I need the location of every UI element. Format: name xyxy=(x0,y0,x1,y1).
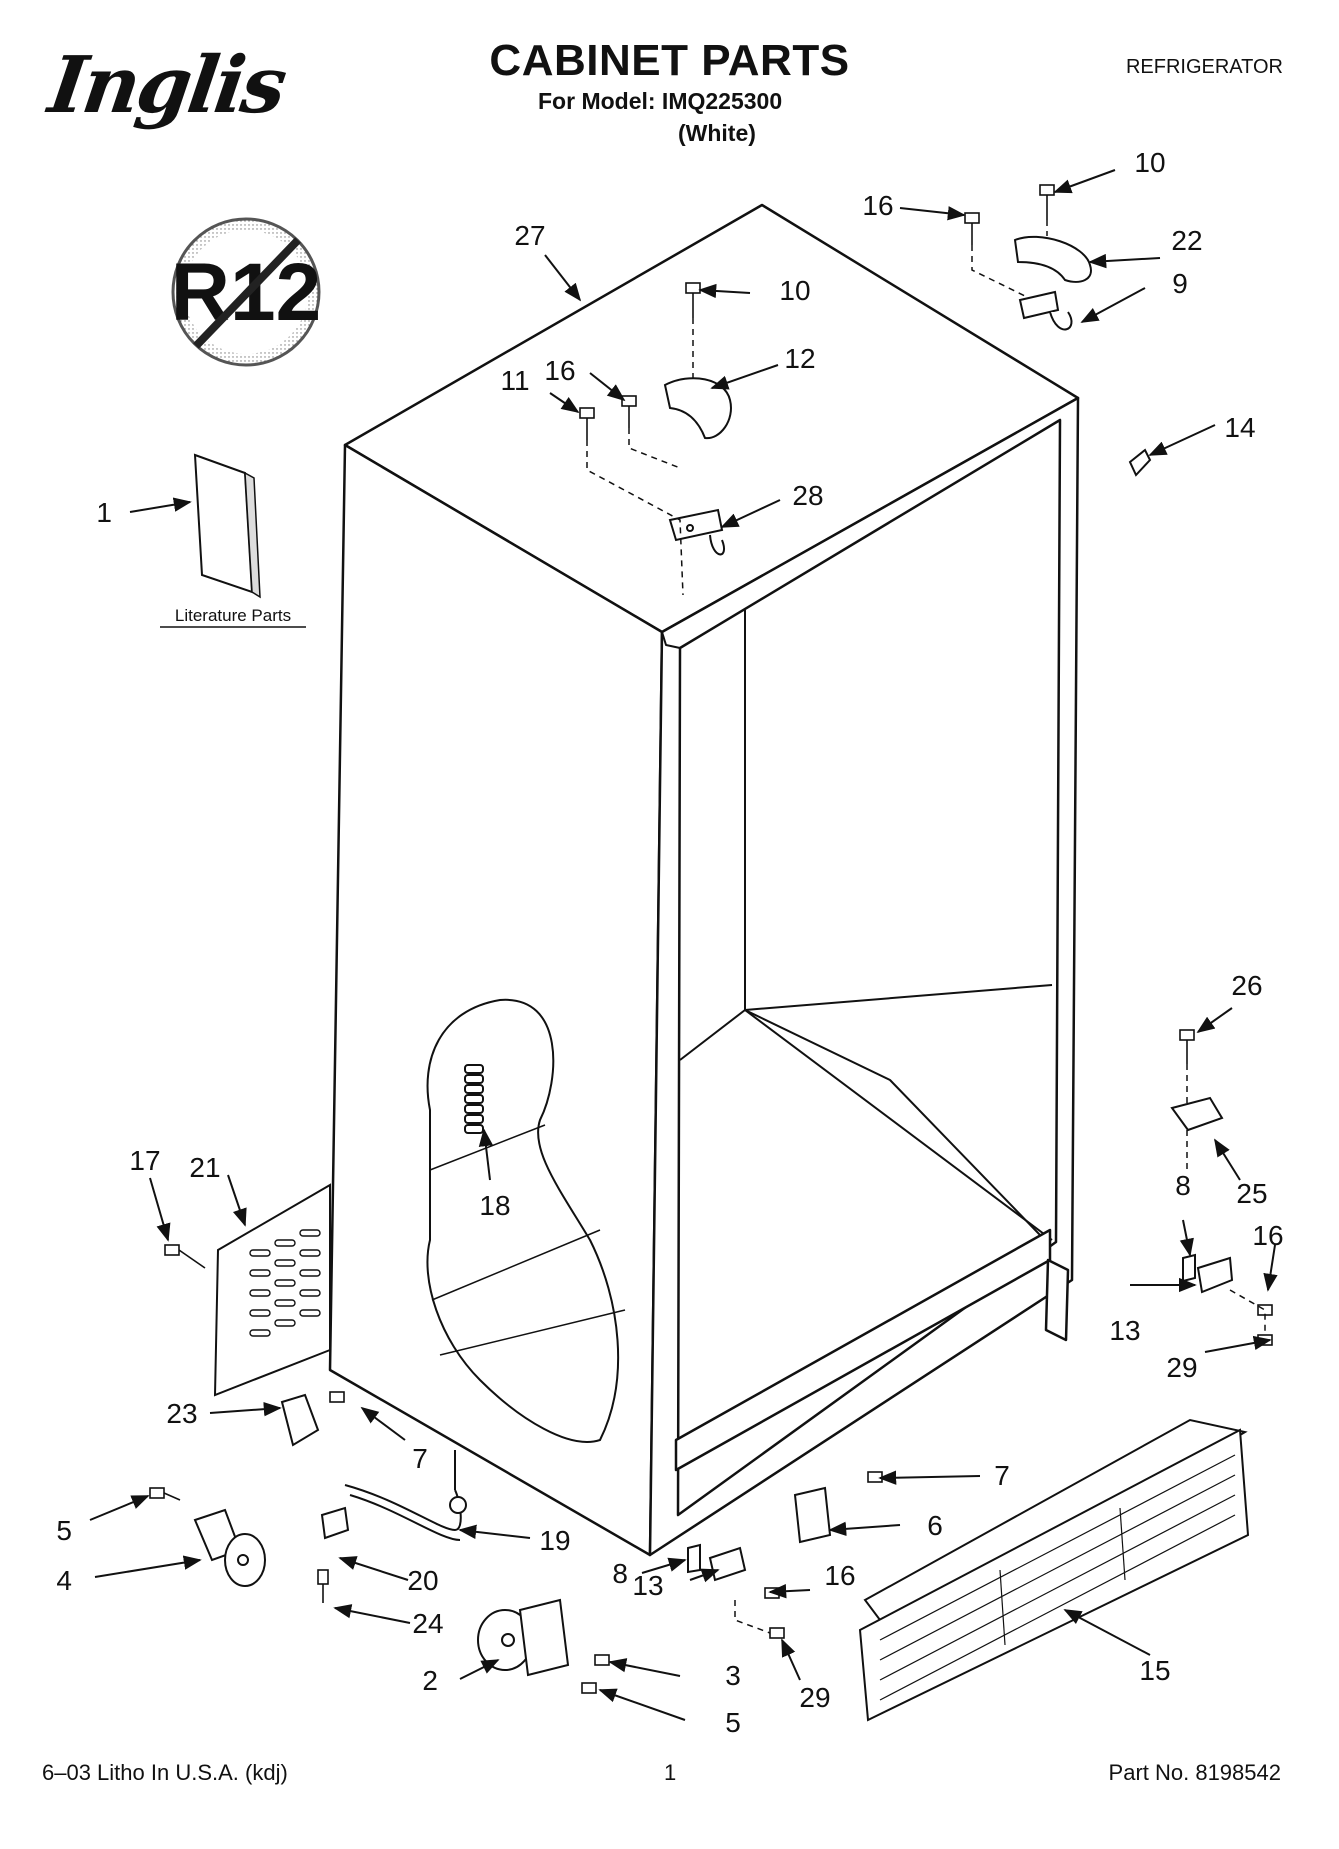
callout-17: 17 xyxy=(129,1145,160,1176)
callout-13-right: 13 xyxy=(1109,1315,1140,1346)
callout-27: 27 xyxy=(514,220,545,251)
callout-16-bottom: 16 xyxy=(824,1560,855,1591)
roller-wheel-icon xyxy=(193,1508,266,1587)
page-number: 1 xyxy=(664,1760,677,1785)
callout-14: 14 xyxy=(1224,412,1255,443)
callout-5-bottom: 5 xyxy=(725,1707,741,1738)
color-line: (White) xyxy=(678,120,756,146)
callout-3: 3 xyxy=(725,1660,741,1691)
callout-16-top: 16 xyxy=(862,190,893,221)
callout-labels: 1 2 3 4 5 5 6 7 7 8 8 9 10 10 11 12 13 1… xyxy=(56,147,1283,1738)
litho-note: 6–03 Litho In U.S.A. (kdj) xyxy=(42,1760,288,1785)
part-number: Part No. 8198542 xyxy=(1108,1760,1281,1785)
alignment-lines xyxy=(586,220,1266,1634)
callout-8-right: 8 xyxy=(1175,1170,1191,1201)
callout-20: 20 xyxy=(407,1565,438,1596)
callout-4: 4 xyxy=(56,1565,72,1596)
callout-6: 6 xyxy=(927,1510,943,1541)
rear-grille-panel-icon xyxy=(213,1183,331,1397)
callout-2: 2 xyxy=(422,1665,438,1696)
model-line: For Model: IMQ225300 xyxy=(538,88,783,114)
callout-8-bottom: 8 xyxy=(612,1558,628,1589)
no-r12-symbol-icon: R12 xyxy=(171,217,321,367)
base-grille-icon xyxy=(858,1418,1250,1722)
hinge-cover-center-icon xyxy=(663,377,732,440)
hinge-cover-right-icon xyxy=(1013,235,1092,283)
callout-18: 18 xyxy=(479,1190,510,1221)
callout-9: 9 xyxy=(1172,268,1188,299)
clamp-part-icon xyxy=(280,1393,320,1447)
callout-26: 26 xyxy=(1231,970,1262,1001)
callout-29-right: 29 xyxy=(1166,1352,1197,1383)
page-title: CABINET PARTS xyxy=(489,36,850,85)
bracket-part-icon xyxy=(1170,1096,1224,1132)
front-leveler-icon xyxy=(477,1598,570,1677)
literature-booklet-icon xyxy=(193,453,261,599)
tube-coil-icon xyxy=(464,1064,484,1134)
literature-label: Literature Parts xyxy=(175,606,291,625)
callout-1: 1 xyxy=(96,497,112,528)
callout-11: 11 xyxy=(500,365,529,396)
callout-25: 25 xyxy=(1236,1178,1267,1209)
hinge-bracket-icon xyxy=(793,1486,832,1544)
callout-29-bottom: 29 xyxy=(799,1682,830,1713)
tube-clip-icon xyxy=(320,1506,350,1540)
callout-24: 24 xyxy=(412,1608,443,1639)
callout-22: 22 xyxy=(1171,225,1202,256)
water-tube-icon xyxy=(344,1450,467,1541)
callout-10-top: 10 xyxy=(1134,147,1165,178)
callout-21: 21 xyxy=(189,1152,220,1183)
callout-13-bottom: 13 xyxy=(632,1570,663,1601)
callout-15: 15 xyxy=(1139,1655,1170,1686)
callout-5-left: 5 xyxy=(56,1515,72,1546)
callout-7-left: 7 xyxy=(412,1443,428,1474)
top-hinge-right-icon xyxy=(1018,290,1073,331)
callout-16-center: 16 xyxy=(544,355,575,386)
callout-16-right: 16 xyxy=(1252,1220,1283,1251)
callout-leader-arrows xyxy=(89,169,1278,1721)
callout-7-right: 7 xyxy=(994,1460,1010,1491)
appliance-type: REFRIGERATOR xyxy=(1125,56,1283,78)
plug-part-icon xyxy=(1128,448,1152,477)
callout-12: 12 xyxy=(784,343,815,374)
callout-23: 23 xyxy=(166,1398,197,1429)
callout-28: 28 xyxy=(792,480,823,511)
callout-10-center: 10 xyxy=(779,275,810,306)
callout-19: 19 xyxy=(539,1525,570,1556)
top-hinge-left-icon xyxy=(668,508,725,556)
